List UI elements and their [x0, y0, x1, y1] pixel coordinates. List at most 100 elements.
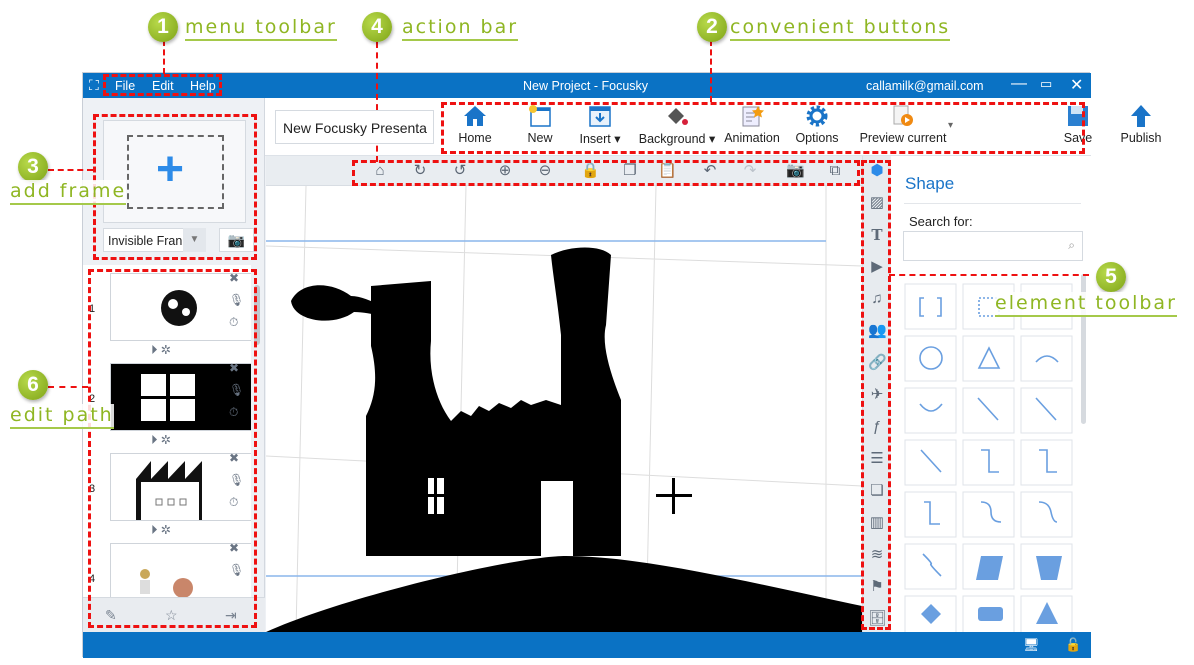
zoom-in-icon[interactable]: ⊕ — [498, 162, 512, 179]
menu-edit[interactable]: Edit — [152, 79, 174, 93]
text-icon[interactable]: T — [871, 226, 883, 244]
shape-icon[interactable]: ⬢ — [870, 162, 884, 179]
template-icon[interactable]: ☰ — [870, 450, 884, 467]
plane-icon[interactable]: ✈ — [870, 386, 884, 403]
slide-thumbnail-2[interactable] — [110, 363, 251, 431]
insert-button[interactable]: Insert ▾ — [575, 104, 625, 146]
plus-icon: + — [156, 143, 185, 196]
home-view-icon[interactable]: ⌂ — [375, 162, 385, 179]
flash-icon[interactable]: ƒ — [872, 418, 882, 435]
microphone-icon[interactable]: 🎙 — [229, 383, 245, 397]
lock-icon[interactable]: 🔒 — [581, 162, 600, 179]
animation-button[interactable]: Animation — [721, 104, 783, 145]
delete-icon[interactable]: ✖ — [229, 271, 240, 285]
background-label: Background — [638, 132, 706, 146]
video-icon[interactable]: ▶ — [871, 258, 883, 275]
preview-dropdown-arrow[interactable]: ▾ — [948, 120, 954, 131]
project-name-input[interactable]: New Focusky Presenta — [275, 110, 434, 144]
chevron-down-icon[interactable]: ▼ — [183, 228, 206, 252]
minimize-button[interactable]: — — [1011, 75, 1027, 92]
people-icon[interactable]: 👥 — [868, 322, 887, 339]
layout-icon[interactable]: ▥ — [869, 514, 885, 531]
maximize-button[interactable]: ▭ — [1040, 76, 1053, 91]
slide-number: 4 — [89, 573, 96, 585]
people-image — [140, 569, 193, 597]
paste-icon[interactable]: 📋 — [658, 162, 677, 179]
home-icon — [464, 106, 486, 126]
annotation-label-edit-path: edit path — [10, 404, 114, 429]
layers-icon[interactable]: ≋ — [870, 546, 884, 563]
menu-help[interactable]: Help — [190, 79, 216, 93]
close-button[interactable]: ✕ — [1070, 77, 1084, 94]
path-list: 1 2 3 4 ✖🎙⏱ ✖🎙⏱ ✖🎙⏱ ✖🎙 ⏵ ✲ ⏵ ✲ ⏵ ✲ — [83, 265, 251, 597]
rotate-right-icon[interactable]: ↻ — [413, 162, 427, 179]
options-button[interactable]: Options — [792, 104, 842, 145]
inbox-icon[interactable]: 🗄 — [868, 610, 888, 627]
presentation-icon[interactable]: 🖥 — [1023, 637, 1040, 652]
shape-scrollbar[interactable] — [1081, 274, 1086, 424]
timer-icon[interactable]: ⏱ — [229, 315, 239, 329]
play-settings-icons[interactable]: ⏵ ✲ — [151, 432, 171, 447]
insert-label: Insert — [579, 132, 611, 146]
undo-icon[interactable]: ↶ — [703, 162, 717, 179]
flag-icon[interactable]: ⚑ — [870, 578, 884, 595]
window-title: New Project - Focusky — [523, 79, 649, 93]
edit-path-icon[interactable]: ✎ — [105, 607, 117, 623]
highlight-element-toolbar — [861, 160, 891, 630]
play-settings-icons[interactable]: ⏵ ✲ — [151, 342, 171, 357]
slide-thumbnail-4[interactable] — [110, 543, 251, 597]
timer-icon[interactable]: ⏱ — [229, 495, 239, 509]
slide-thumbnail-1[interactable] — [110, 273, 251, 341]
music-icon[interactable]: ♫ — [871, 290, 883, 307]
user-account[interactable]: callamilk@gmail.com — [866, 79, 984, 93]
microphone-icon[interactable]: 🎙 — [229, 473, 245, 487]
copy-icon[interactable]: ❐ — [623, 162, 637, 179]
new-icon — [529, 105, 551, 127]
globe-image — [161, 290, 197, 326]
animation-label: Animation — [724, 131, 780, 145]
shape-grid — [904, 283, 1073, 632]
microphone-icon[interactable]: 🎙 — [229, 563, 245, 577]
save-label: Save — [1063, 131, 1093, 145]
image-icon[interactable]: ▨ — [869, 194, 885, 211]
shape-panel: Shape Search for: ⌕ — [891, 156, 1091, 632]
leader-line — [48, 169, 93, 171]
delete-icon[interactable]: ✖ — [229, 541, 240, 555]
camera-button[interactable]: 📷 — [219, 228, 254, 252]
timer-icon[interactable]: ⏱ — [229, 405, 239, 419]
slide-thumbnail-3[interactable] — [110, 453, 251, 521]
background-button[interactable]: Background ▾ — [637, 104, 717, 146]
frame-type-value: Invisible Fran — [108, 234, 183, 248]
delete-icon[interactable]: ✖ — [229, 361, 240, 375]
shape-search-input[interactable]: ⌕ — [903, 231, 1083, 261]
play-settings-icons[interactable]: ⏵ ✲ — [151, 522, 171, 537]
canvas[interactable] — [266, 156, 862, 632]
rotate-left-icon[interactable]: ↺ — [453, 162, 467, 179]
add-frame-button[interactable]: + — [103, 120, 246, 223]
gear-icon — [806, 105, 828, 127]
pages-icon[interactable]: ❏ — [870, 482, 884, 499]
redo-icon[interactable]: ↷ — [743, 162, 757, 179]
publish-button[interactable]: Publish — [1118, 104, 1164, 145]
highlight-convenient-buttons — [441, 102, 1085, 154]
preview-current-button[interactable]: Preview current — [855, 104, 951, 145]
home-button[interactable]: Home — [450, 104, 500, 145]
unlock-icon[interactable]: 🔓 — [1065, 637, 1082, 652]
annotation-label-action-bar: action bar — [402, 16, 519, 41]
annotation-badge-6: 6 — [18, 370, 48, 400]
path-favorite-icon[interactable]: ☆ — [165, 607, 178, 623]
zoom-out-icon[interactable]: ⊖ — [538, 162, 552, 179]
delete-icon[interactable]: ✖ — [229, 451, 240, 465]
link-icon[interactable]: 🔗 — [868, 354, 887, 371]
element-toolbar: ⬢ ▨ T ▶ ♫ 👥 🔗 ✈ ƒ ☰ ❏ ▥ ≋ ⚑ 🗄 — [862, 156, 890, 632]
leader-line — [48, 386, 88, 388]
annotation-label-convenient-buttons: convenient buttons — [730, 16, 951, 41]
screenshot-icon[interactable]: 📷 — [786, 162, 805, 179]
export-icon[interactable]: ⇥ — [225, 607, 237, 623]
microphone-icon[interactable]: 🎙 — [229, 293, 245, 307]
new-button[interactable]: New — [520, 104, 560, 145]
search-icon[interactable]: ⌕ — [1068, 238, 1075, 252]
window-icon[interactable]: ⧉ — [829, 162, 841, 179]
menu-file[interactable]: File — [115, 79, 136, 93]
preview-icon — [893, 105, 913, 126]
